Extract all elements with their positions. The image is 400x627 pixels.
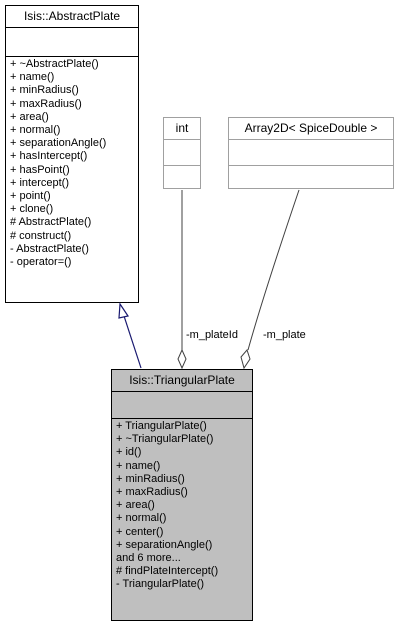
method-item: + id() [116,446,142,459]
methods-compartment-triangular-plate: + TriangularPlate() + ~TriangularPlate()… [112,418,252,592]
edge-label-plate-id: -m_plateId [186,329,238,341]
method-item: + maxRadius() [116,486,188,499]
class-name-triangular-plate: Isis::TriangularPlate [129,373,235,387]
class-name-array2d: Array2D< SpiceDouble > [244,121,378,135]
attributes-compartment-array2d [229,139,393,165]
class-box-triangular-plate[interactable]: Isis::TriangularPlate + TriangularPlate(… [111,369,253,621]
attributes-compartment-int [164,139,200,165]
method-item: # AbstractPlate() [10,216,92,229]
method-item: + maxRadius() [10,97,82,110]
method-item: - operator=() [10,256,72,269]
method-item: + ~AbstractPlate() [10,58,99,70]
method-item: # construct() [10,229,72,242]
aggregation-line-plate [247,189,300,351]
inheritance-line [123,315,142,369]
method-item: + ~TriangularPlate() [116,433,214,446]
class-box-int[interactable]: int [163,117,201,189]
method-item: - AbstractPlate() [10,242,89,255]
aggregation-diamond-plate [240,349,251,370]
method-item: + point() [10,190,51,203]
class-name-abstract-plate: Isis::AbstractPlate [23,9,121,23]
method-item: + normal() [10,124,61,137]
attributes-compartment-abstract-plate [6,27,138,56]
attributes-compartment-triangular-plate [112,391,252,418]
method-item: + intercept() [10,176,69,189]
method-item: + minRadius() [116,472,185,485]
edge-label-plate: -m_plate [263,329,306,341]
method-item: + name() [116,459,161,472]
method-item: + hasIntercept() [10,150,88,163]
method-item: + minRadius() [10,84,79,97]
methods-compartment-int [164,165,200,190]
method-item: + clone() [10,203,54,216]
method-item: + normal() [116,512,167,525]
method-item: - TriangularPlate() [116,578,205,591]
method-item: + name() [10,71,55,84]
inheritance-arrowhead [118,302,129,319]
method-item: + area() [116,499,155,512]
method-item: + center() [116,525,164,538]
class-name-int: int [175,121,189,135]
class-box-abstract-plate[interactable]: Isis::AbstractPlate + ~AbstractPlate() +… [5,5,139,303]
method-item: # findPlateIntercept() [116,565,219,578]
aggregation-diamond-plate-id [177,348,187,370]
method-item: + separationAngle() [10,137,107,150]
method-item: and 6 more... [116,552,181,565]
method-item: + TriangularPlate() [116,420,207,432]
method-item: + area() [10,110,49,123]
class-box-array2d[interactable]: Array2D< SpiceDouble > [228,117,394,189]
methods-compartment-array2d [229,165,393,190]
method-item: + hasPoint() [10,163,70,176]
methods-compartment-abstract-plate: + ~AbstractPlate() + name() + minRadius(… [6,56,138,269]
method-item: + separationAngle() [116,538,213,551]
